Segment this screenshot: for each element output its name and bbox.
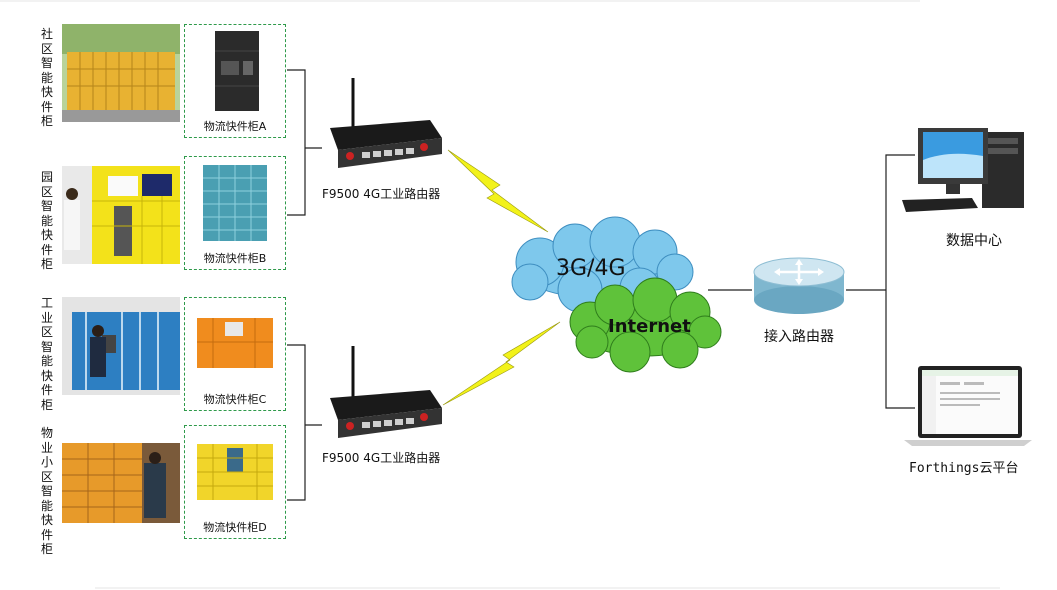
cabinet-c-label: 物流快件柜C [203, 393, 267, 406]
cabinet-a: 物流快件柜A [184, 24, 286, 138]
cabinet-d: 物流快件柜D [184, 425, 286, 539]
cabinet-a-label: 物流快件柜A [203, 120, 267, 133]
router-label-bottom: F9500 4G工业路由器 [322, 451, 441, 465]
internet-cloud [569, 277, 722, 373]
scenario-label-b: 园区智能快件柜 [40, 170, 53, 271]
community-photo [62, 24, 180, 122]
scenario-label-d: 物业小区智能快件柜 [40, 426, 53, 556]
cabinet-c: 物流快件柜C [184, 297, 286, 411]
platform-laptop-icon [904, 366, 1032, 446]
residential-photo [62, 443, 180, 541]
lightning-icon-top [447, 149, 549, 233]
industrial-photo [62, 297, 180, 395]
scenario-label-c: 工业区智能快件柜 [40, 296, 53, 412]
park-photo [62, 166, 180, 264]
cabinet-b: 物流快件柜B [184, 156, 286, 270]
router-icon-bottom [330, 346, 442, 438]
internet-label: Internet [608, 316, 691, 337]
platform-label: Forthings云平台 [909, 461, 1019, 476]
data-center-label: 数据中心 [946, 233, 1002, 249]
access-router-label: 接入路由器 [764, 329, 834, 345]
cabinet-d-label: 物流快件柜D [203, 521, 267, 534]
router-icon-top [330, 78, 442, 168]
cabinet-b-label: 物流快件柜B [203, 252, 267, 265]
scenario-label-a: 社区智能快件柜 [40, 27, 53, 128]
data-center-computer-icon [902, 128, 1024, 212]
access-router-icon [753, 257, 845, 314]
lightning-icon-bottom [442, 321, 561, 406]
mobile-network-label: 3G/4G [556, 256, 626, 281]
router-label-top: F9500 4G工业路由器 [322, 187, 441, 201]
